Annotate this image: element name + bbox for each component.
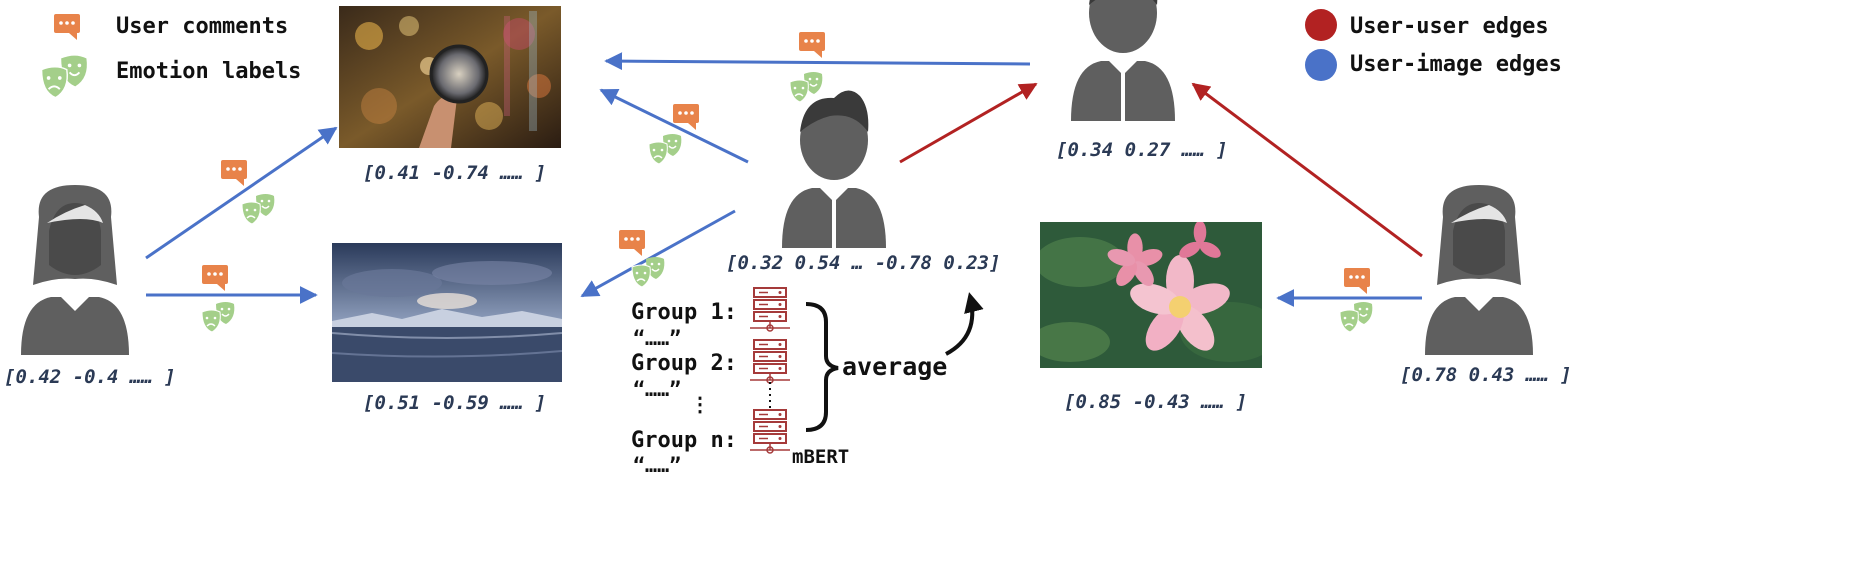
- group-ellipsis: ⋮: [690, 392, 710, 416]
- image-frangipani-flower: [1040, 222, 1262, 368]
- legend-user-user-dot: [1305, 9, 1337, 41]
- group-n-label: Group n:: [631, 428, 737, 453]
- vector-user-center: [0.32 0.54 … -0.78 0.23]: [726, 252, 1001, 274]
- server-icon-group-1: [749, 287, 791, 332]
- edge-left-user-to-city-image: [145, 126, 338, 260]
- group-2-quote: “……”: [633, 377, 682, 401]
- average-arrow: [945, 292, 984, 356]
- mbert-label: mBERT: [792, 446, 850, 468]
- legend-user-image-dot: [1305, 49, 1337, 81]
- speech-bubble-icon: [799, 32, 825, 58]
- vector-image-ice: [0.51 -0.59 …… ]: [363, 392, 547, 414]
- vector-image-flower: [0.85 -0.43 …… ]: [1064, 391, 1248, 413]
- user-center-icon: [782, 90, 886, 248]
- legend-theater-masks-icon: [40, 54, 88, 99]
- average-label: average: [842, 352, 948, 381]
- legend-comments-label: User comments: [116, 14, 289, 39]
- theater-masks-icon: [789, 71, 824, 103]
- theater-masks-icon: [241, 193, 276, 225]
- group-brace: [805, 302, 839, 432]
- vector-user-right: [0.78 0.43 …… ]: [1400, 364, 1572, 386]
- theater-masks-icon: [1339, 301, 1374, 333]
- group-2-label: Group 2:: [631, 351, 737, 376]
- legend-speech-bubble-icon: [54, 14, 80, 40]
- edge-center-user-to-ice-image: [580, 209, 736, 298]
- server-icon-group-2: [749, 339, 791, 384]
- vector-user-left: [0.42 -0.4 …… ]: [4, 366, 176, 388]
- edge-right-user-to-topright-user: [1191, 82, 1423, 258]
- image-iceberg-lake: [332, 243, 562, 382]
- vector-user-top-right: [0.34 0.27 …… ]: [1056, 139, 1228, 161]
- speech-bubble-icon: [619, 230, 645, 256]
- theater-masks-icon: [648, 133, 683, 165]
- user-left-icon: [21, 185, 129, 355]
- theater-masks-icon: [631, 256, 666, 288]
- edge-center-user-to-topright-user: [899, 82, 1038, 164]
- speech-bubble-icon: [202, 265, 228, 291]
- group-1-label: Group 1:: [631, 300, 737, 325]
- user-top-right-icon: [1071, 0, 1175, 121]
- image-city-bokeh: [339, 6, 561, 148]
- speech-bubble-icon: [1344, 268, 1370, 294]
- group-1-quote: “……”: [633, 326, 682, 350]
- legend-user-image-label: User-image edges: [1350, 52, 1562, 77]
- edge-topright-user-to-city-image: [604, 52, 1031, 71]
- speech-bubble-icon: [221, 160, 247, 186]
- group-n-quote: “……”: [633, 453, 682, 477]
- legend-emotion-label: Emotion labels: [116, 59, 302, 84]
- server-icon-group-n: [749, 409, 791, 454]
- edge-center-user-to-city-image: [599, 88, 749, 164]
- theater-masks-icon: [201, 301, 236, 333]
- legend-user-user-label: User-user edges: [1350, 14, 1549, 39]
- vector-image-city: [0.41 -0.74 …… ]: [363, 162, 547, 184]
- user-right-icon: [1425, 185, 1533, 355]
